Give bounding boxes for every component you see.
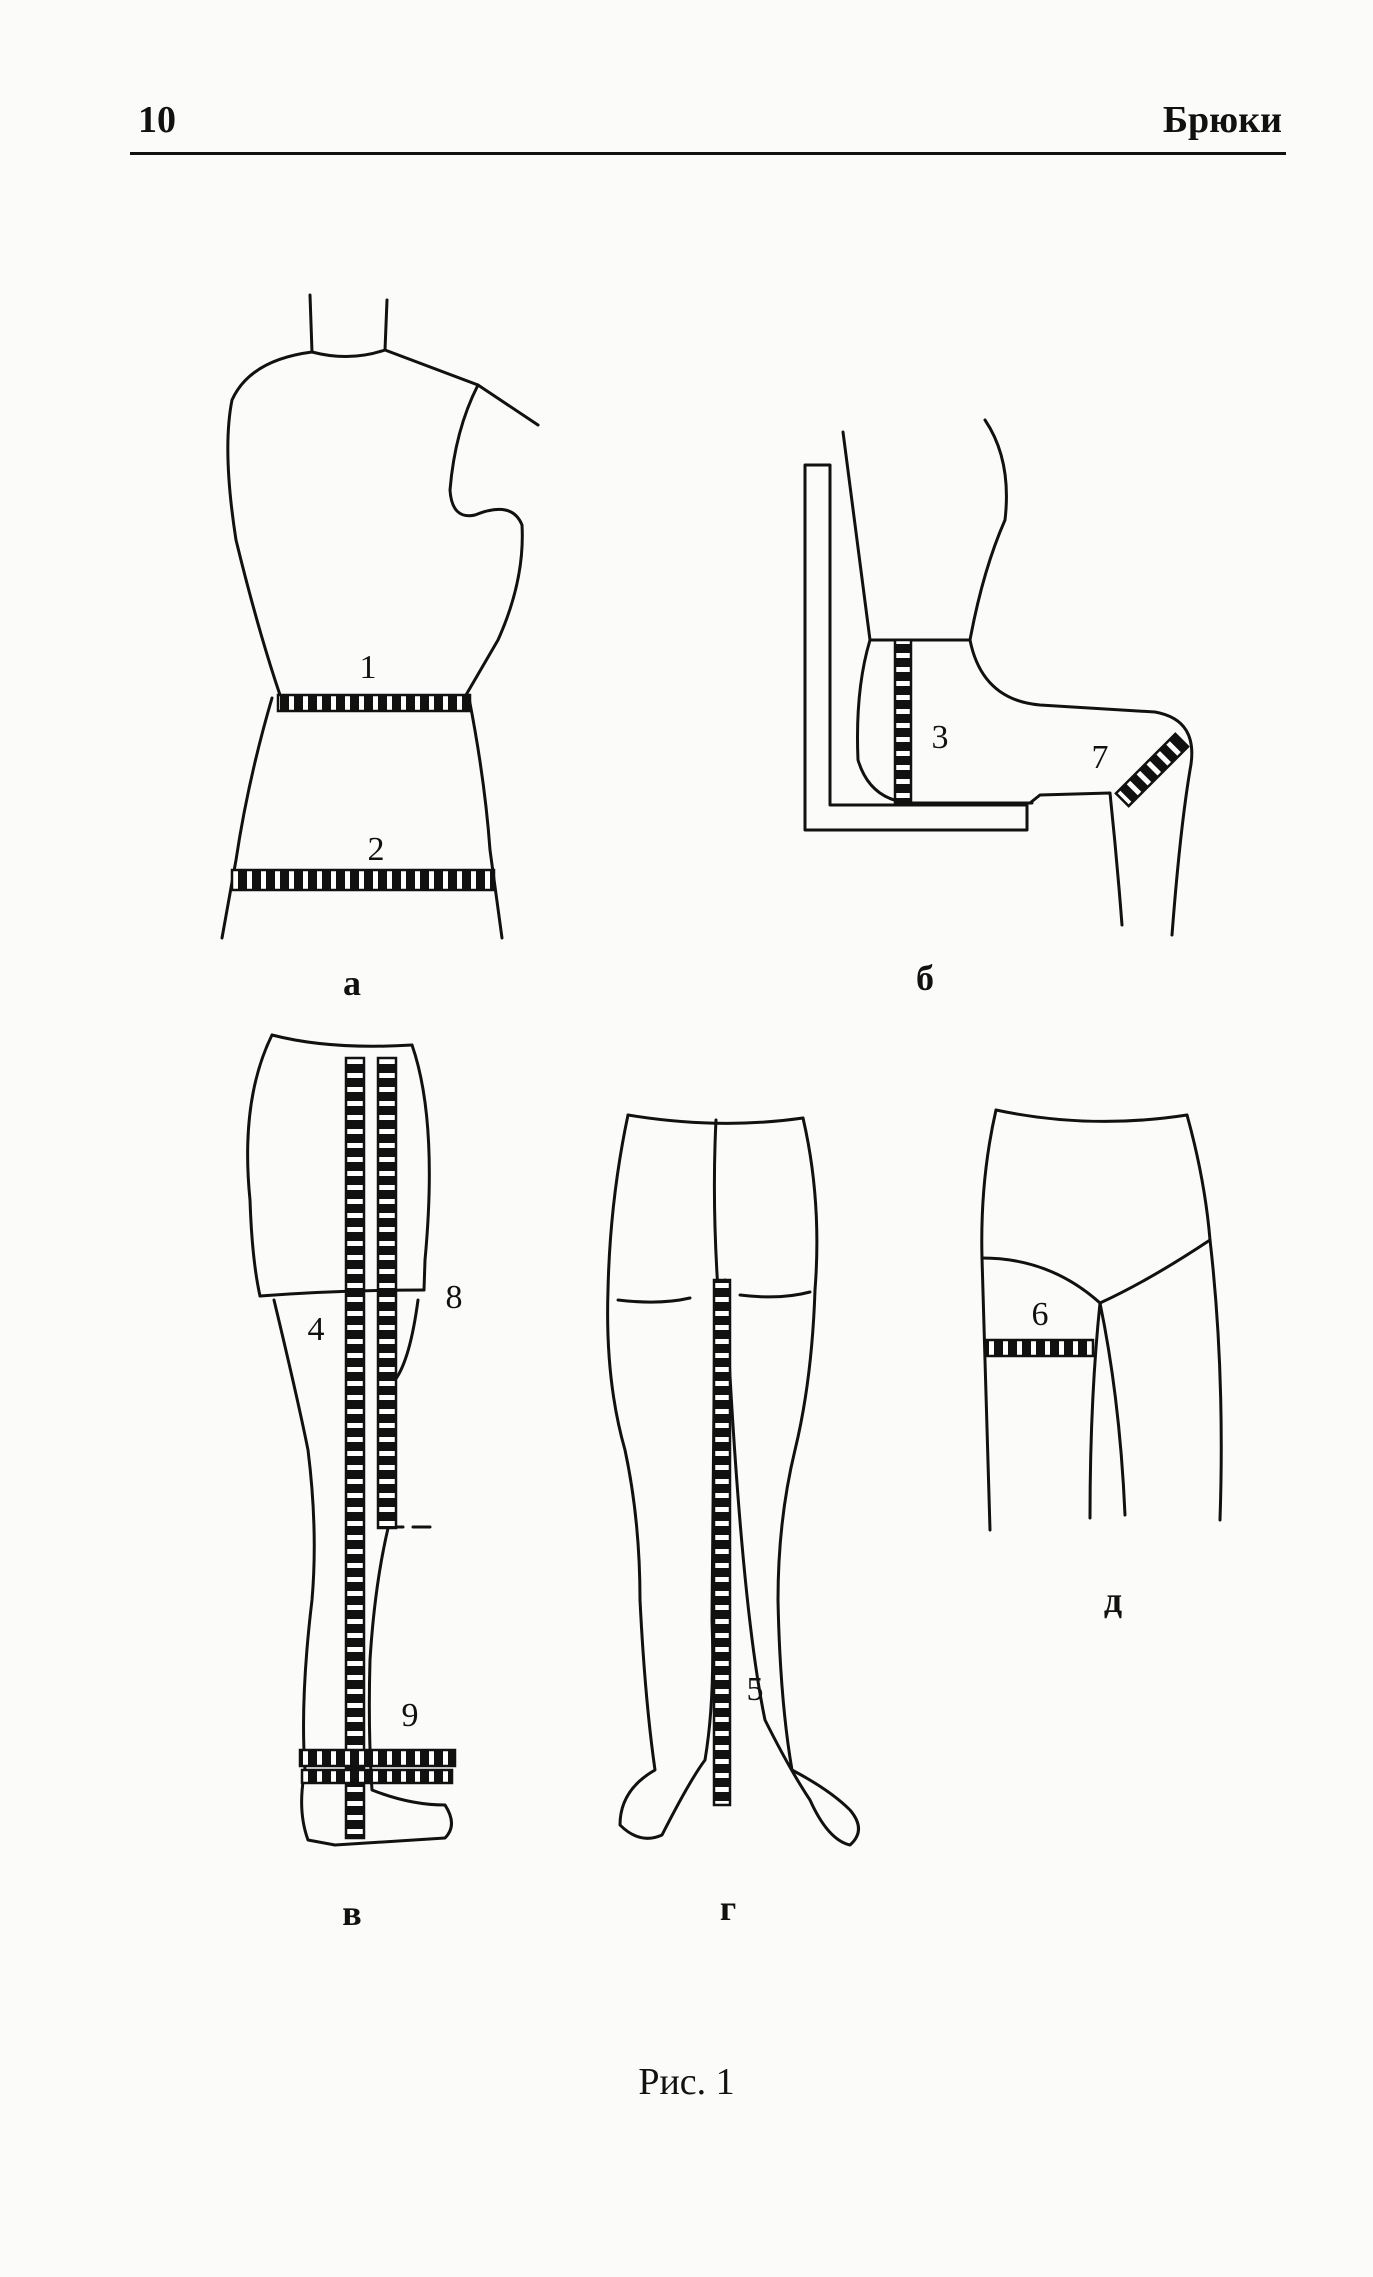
panel-label-b: б bbox=[916, 958, 934, 998]
measurement-4: 4 bbox=[308, 1311, 325, 1348]
tape-4 bbox=[344, 1056, 366, 1840]
measurement-8: 8 bbox=[446, 1279, 463, 1316]
measurement-6: 6 bbox=[1032, 1296, 1049, 1333]
tape-5 bbox=[712, 1278, 732, 1807]
measurement-numbers: 1 2 3 4 5 6 7 8 9 bbox=[308, 649, 1109, 1734]
measurement-5: 5 bbox=[747, 1671, 764, 1708]
panel-label-d: д bbox=[1104, 1580, 1122, 1620]
measurement-1: 1 bbox=[360, 649, 377, 686]
tape-7 bbox=[1114, 732, 1190, 808]
measurement-2: 2 bbox=[368, 831, 385, 868]
tape-8 bbox=[376, 1056, 398, 1530]
panel-label-v: в bbox=[342, 1893, 361, 1933]
page-number: 10 bbox=[138, 99, 176, 141]
tape-9-top bbox=[298, 1748, 457, 1768]
figure-caption: Рис. 1 bbox=[638, 2061, 735, 2103]
measurement-7: 7 bbox=[1092, 739, 1109, 776]
tape-2 bbox=[230, 868, 496, 892]
tape-1 bbox=[276, 693, 472, 713]
panel-labels: а б в г д bbox=[342, 958, 1122, 1933]
tape-6 bbox=[983, 1338, 1095, 1358]
panel-a-figure bbox=[220, 293, 540, 940]
panel-g-figure bbox=[606, 1113, 860, 1847]
panel-d-figure bbox=[980, 1108, 1223, 1532]
panel-label-a: а bbox=[343, 963, 361, 1003]
tape-9-bottom bbox=[300, 1768, 454, 1785]
tape-3 bbox=[893, 638, 913, 807]
running-title: Брюки bbox=[1162, 99, 1282, 141]
page-header: 10 Брюки bbox=[130, 92, 1286, 155]
measurement-9: 9 bbox=[402, 1697, 419, 1734]
panel-label-g: г bbox=[720, 1888, 736, 1928]
measuring-tapes bbox=[230, 638, 1190, 1840]
measurement-3: 3 bbox=[932, 719, 949, 756]
panel-b-figure bbox=[803, 418, 1194, 937]
